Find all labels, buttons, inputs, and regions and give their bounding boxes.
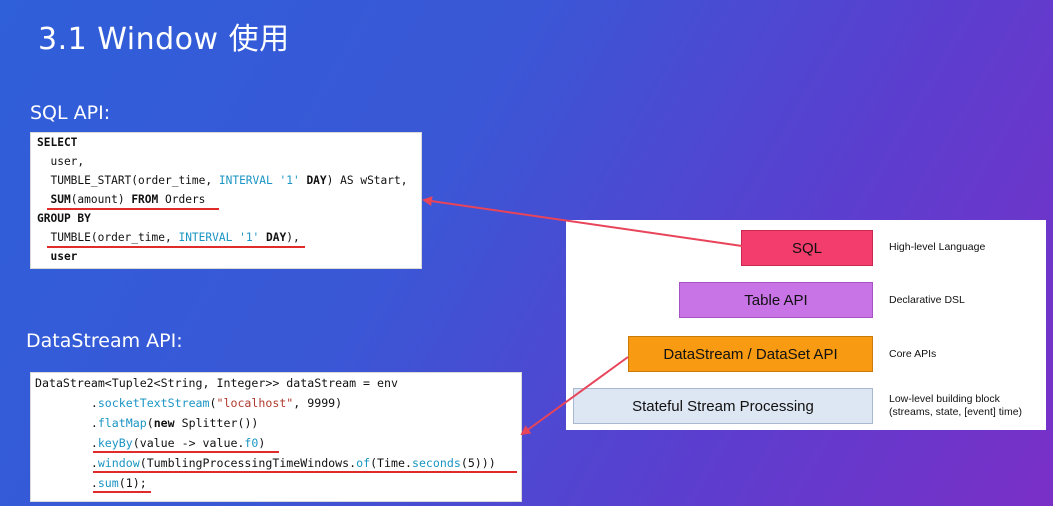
code-line: .keyBy(value -> value.f0) xyxy=(35,436,266,450)
arrow-sql-connector xyxy=(422,196,743,247)
sql-code-block: SELECT user, TUMBLE_START(order_time, IN… xyxy=(30,132,422,269)
layer-description: Declarative DSL xyxy=(889,294,965,306)
layer-description: High-level Language xyxy=(889,241,986,253)
datastream-code-block: DataStream<Tuple2<String, Integer>> data… xyxy=(30,372,522,502)
code-line: .socketTextStream("localhost", 9999) xyxy=(35,396,343,410)
code-line: user, xyxy=(37,155,85,168)
api-stack-diagram: SQL High-level Language Table API Declar… xyxy=(566,220,1046,430)
code-line: SELECT xyxy=(37,136,78,149)
datastream-dataset-layer: DataStream / DataSet API xyxy=(628,336,873,372)
code-line: user xyxy=(37,250,78,263)
code-line: TUMBLE_START(order_time, INTERVAL '1' DA… xyxy=(37,174,408,187)
layer-description: Core APIs xyxy=(889,348,937,360)
arrow-datastream-connector xyxy=(520,356,629,436)
code-line: SUM(amount) FROM Orders xyxy=(37,193,206,206)
code-line: .window(TumblingProcessingTimeWindows.of… xyxy=(35,456,496,470)
stateful-stream-processing-layer: Stateful Stream Processing xyxy=(573,388,873,424)
code-line: GROUP BY xyxy=(37,212,91,225)
slide-title: 3.1 Window 使用 xyxy=(38,22,290,57)
code-line: DataStream<Tuple2<String, Integer>> data… xyxy=(35,376,398,390)
datastream-api-label: DataStream API: xyxy=(26,330,183,352)
underline-mark xyxy=(47,208,219,210)
underline-mark xyxy=(93,491,151,493)
underline-mark xyxy=(47,246,305,248)
code-line: .flatMap(new Splitter()) xyxy=(35,416,259,430)
code-line: .sum(1); xyxy=(35,476,147,490)
layer-description: Low-level building block(streams, state,… xyxy=(889,393,1023,418)
underline-mark xyxy=(93,471,517,473)
sql-api-label: SQL API: xyxy=(30,102,111,124)
code-line: TUMBLE(order_time, INTERVAL '1' DAY), xyxy=(37,231,300,244)
sql-layer: SQL xyxy=(741,230,873,266)
table-api-layer: Table API xyxy=(679,282,873,318)
underline-mark xyxy=(93,451,279,453)
